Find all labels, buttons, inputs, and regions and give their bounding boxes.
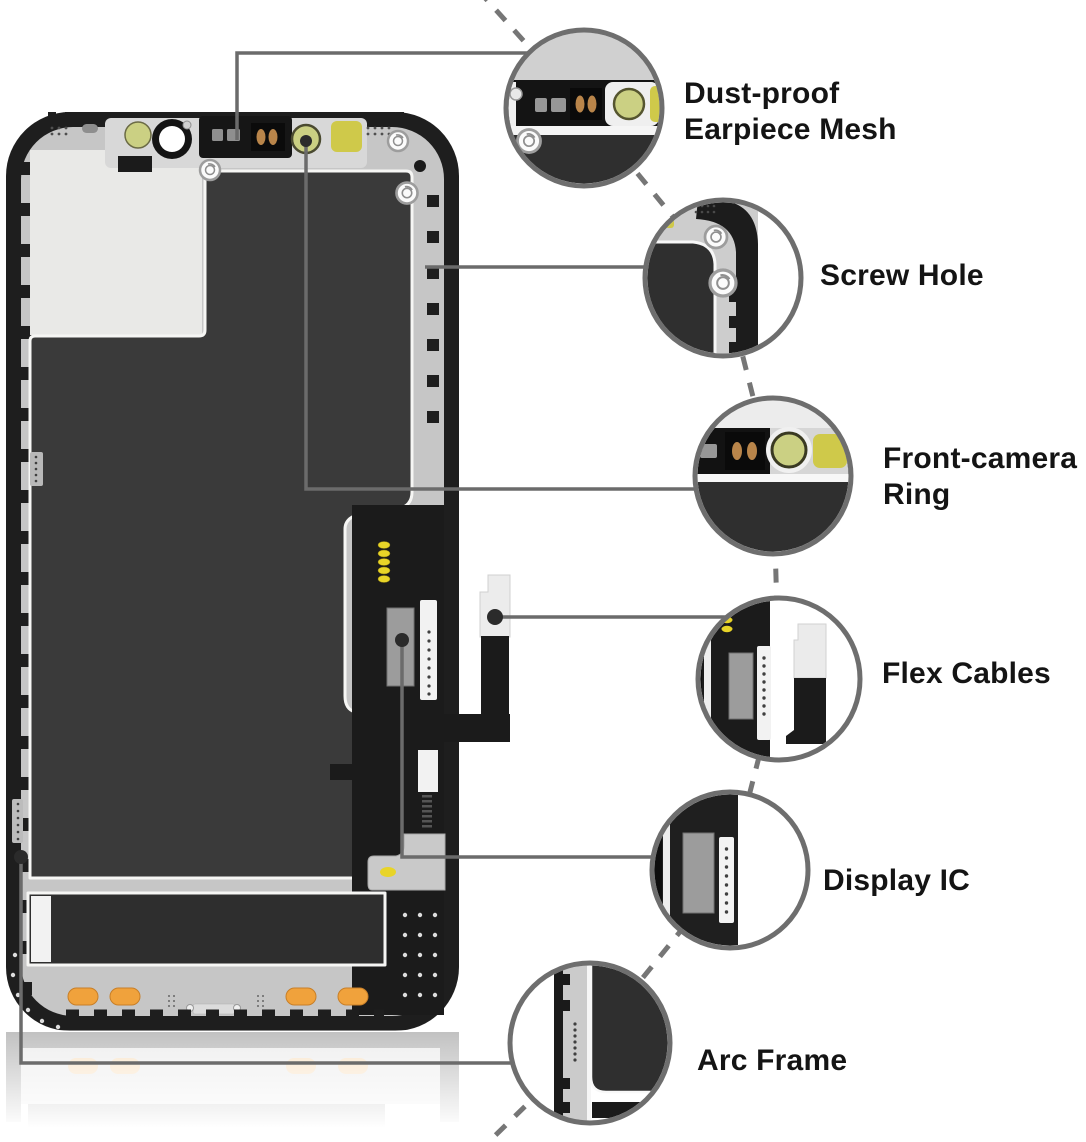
callout-display-ic <box>649 789 811 951</box>
callout-label-flex-cables: Flex Cables <box>882 657 1051 690</box>
ambient-sensor-mesh <box>124 121 152 149</box>
callout-flex-cables-zoom <box>700 600 827 758</box>
callout-ring-screw-hole <box>642 197 804 359</box>
mesh-dots-left <box>50 126 68 136</box>
bottom-section <box>10 891 438 1030</box>
flex-tab <box>479 574 511 638</box>
bottom-contact-dots <box>168 995 264 1007</box>
sensor-oval <box>82 124 98 133</box>
left-edge-connectors <box>12 452 43 843</box>
callout-front-camera-ring <box>692 395 854 557</box>
flex-cable-assembly <box>330 505 511 1015</box>
callout-ring-display-ic <box>649 789 811 951</box>
solder-pads <box>67 987 369 1006</box>
callout-flex-cables <box>695 595 863 763</box>
leader-line-earpiece-mesh <box>235 51 560 140</box>
flex-bridge <box>330 764 378 780</box>
callout-ring-arc-frame <box>507 960 673 1126</box>
flex-connector-lower <box>418 750 438 792</box>
gold-contacts <box>377 541 391 583</box>
leader-lines <box>14 51 735 1065</box>
top-sensor-strip <box>50 116 426 205</box>
callout-circles <box>503 27 863 1126</box>
phone-assembly <box>6 112 511 1031</box>
gold-pad <box>380 867 396 877</box>
connector-pins-upper <box>427 630 431 696</box>
leader-dot-arc <box>14 850 28 864</box>
frame-notches <box>20 112 439 1008</box>
flex-cable-out <box>438 636 510 742</box>
callout-arc-frame <box>507 960 673 1126</box>
backlight-slot <box>31 896 51 962</box>
callout-display-ic-zoom <box>654 794 738 946</box>
leader-line-front-camera-ring <box>304 141 700 491</box>
sensor-flex <box>118 156 152 172</box>
callout-ring-front-camera <box>692 395 854 557</box>
corner-dots-left <box>10 952 61 1030</box>
front-camera-hole <box>152 119 192 159</box>
callout-earpiece-mesh <box>503 27 665 189</box>
alignment-dot <box>414 160 426 172</box>
callout-label-display-ic: Display IC <box>823 864 971 897</box>
light-shield-sheet <box>30 150 202 335</box>
display-back <box>26 891 387 967</box>
callout-label-screw-hole: Screw Hole <box>820 259 984 292</box>
earpiece-contacts <box>212 123 285 151</box>
leader-line-display-ic <box>400 640 660 859</box>
screw-hole-top-right <box>386 129 410 153</box>
speaker-dot-grid <box>402 912 438 998</box>
callout-ring-earpiece-mesh <box>503 27 665 189</box>
callout-ring-flex-cables <box>695 595 863 763</box>
callout-label-front-camera-ring: Front-camera Ring <box>883 442 1078 511</box>
leader-dot-ic <box>395 633 409 647</box>
callout-label-arc-frame: Arc Frame <box>697 1044 848 1077</box>
callout-front-camera-ring-zoom <box>697 400 849 552</box>
screw-hole-center <box>198 158 222 182</box>
callout-label-dust-proof-earpiece-mesh: Dust-proof Earpiece Mesh <box>684 77 897 146</box>
leader-dot-camera <box>300 135 312 147</box>
screw-hole-right <box>395 181 419 205</box>
adhesive-pad-square <box>331 121 362 152</box>
leader-dot-flex <box>487 609 503 625</box>
callout-screw-hole-zoom <box>647 202 799 354</box>
callout-screw-hole <box>642 197 804 359</box>
leader-line-arc-frame <box>19 857 520 1065</box>
